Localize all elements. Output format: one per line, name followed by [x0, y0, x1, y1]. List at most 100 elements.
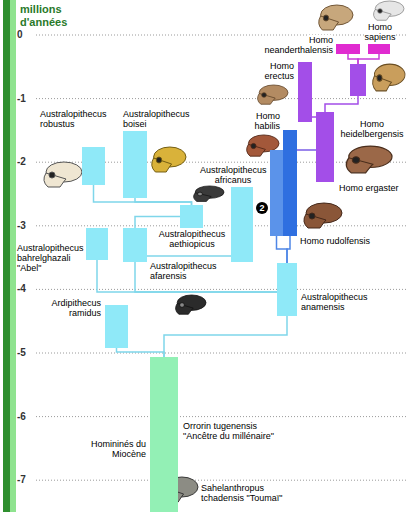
species-name: Australopithecus anamensis: [301, 292, 368, 312]
species-name: Homo habilis: [254, 111, 280, 131]
species-note: Sahelanthropus tchadensis "Toumaï": [201, 484, 293, 504]
species-label: Australopithecus afarensis: [150, 262, 222, 282]
skull-eye: [377, 75, 382, 81]
skull-face: [374, 9, 392, 20]
tree-branch: [358, 54, 379, 64]
axis-value: -5: [17, 347, 35, 359]
species-name: Australopithecus afarensis: [150, 261, 217, 281]
species-bar: Homo ergaster: [316, 112, 334, 182]
species-label: Homininés du Miocène: [84, 440, 146, 460]
species-bar: Homo habilis: [283, 130, 297, 236]
skull-face: [194, 193, 212, 202]
time-axis-bar: [3, 0, 10, 512]
skull-eye: [323, 15, 328, 21]
species-label: Homo ergaster: [339, 184, 405, 194]
skull-illustration: [346, 146, 392, 173]
species-note: Orrorin tugenensis "Ancêtre du millénair…: [183, 421, 274, 441]
axis-value: -2: [17, 156, 26, 167]
species-label: Australopithecus aethiopicus: [157, 230, 227, 250]
axis-value: -4: [17, 283, 26, 294]
grid-line: [36, 98, 408, 99]
species-label: Australopithecus anamensis: [301, 293, 373, 313]
skull-face: [247, 144, 266, 156]
species-note: Sahelanthropus tchadensis "Toumaï": [201, 483, 282, 503]
axis-value: -6: [17, 411, 35, 423]
species-label: Australopithecus robustus: [40, 110, 112, 130]
grid-line: [36, 225, 408, 226]
skull-illustration: [373, 64, 405, 91]
skull-eye: [262, 93, 267, 98]
species-label: Homo rudolfensis: [300, 237, 380, 247]
species-label: Homo heidelbergensis: [338, 120, 406, 140]
species-bar: Homo heidelbergensis: [350, 64, 366, 96]
skull-illustration: [319, 5, 353, 30]
skull-illustration: [194, 186, 224, 202]
grid-line: [36, 35, 408, 36]
skull-illustration: [176, 295, 206, 314]
species-label: Homo sapiens: [356, 23, 404, 43]
species-label: Homo habilis: [236, 112, 280, 132]
axis-value: -2: [17, 156, 35, 168]
species-bar: Australopithecus africanus: [231, 187, 253, 262]
species-name: Homo rudolfensis: [300, 236, 370, 246]
axis-value: -3: [17, 220, 35, 232]
skull-face: [319, 16, 339, 30]
grid-line: [36, 353, 408, 354]
species-bar: Australopithecus robustus: [82, 147, 105, 185]
skull-eye: [180, 303, 185, 308]
tree-branch: [117, 348, 165, 357]
species-bar: Homo neanderthalensis: [336, 44, 360, 54]
callout-number: 2: [256, 202, 268, 214]
axis-title: millions d'années: [20, 3, 92, 29]
species-bar: Homo sapiens: [368, 44, 390, 54]
species-bar: Australopithecus boisei: [123, 131, 147, 198]
tree-branch: [348, 54, 358, 64]
skull-eye: [309, 213, 315, 219]
axis-value: -3: [17, 220, 26, 231]
tree-branch: [97, 260, 277, 292]
species-name: Australopithecus africanus: [200, 165, 267, 185]
species-name: Homo ergaster: [339, 183, 399, 193]
tree-branch: [277, 236, 288, 263]
tree-branch: [135, 262, 277, 292]
axis-value: -1: [17, 93, 26, 104]
axis-title: millions d'années: [20, 3, 67, 28]
axis-value: -7: [17, 474, 26, 485]
skull-illustration: [44, 162, 82, 187]
skull-eye: [352, 157, 359, 163]
species-bar: Homo erectus: [298, 62, 312, 122]
species-name: Homininés du Miocène: [91, 439, 146, 459]
skull-illustration: [258, 85, 288, 104]
tree-branch: [297, 149, 316, 151]
axis-value: -1: [17, 93, 35, 105]
species-bar: Homo rudolfensis: [270, 150, 283, 236]
grid-line: [36, 289, 408, 290]
skull-eye: [49, 172, 55, 178]
grid-line: [36, 480, 408, 481]
skull-eye: [198, 192, 203, 196]
skull-face: [176, 303, 194, 314]
tree-branch: [135, 198, 192, 205]
time-axis-strip: [10, 0, 16, 512]
species-name: Homo heidelbergensis: [340, 119, 403, 139]
species-name: Australopithecus bahrelghazali "Abel": [17, 243, 84, 273]
species-bar: Homininés du Miocène: [150, 357, 178, 512]
species-name: Homo erectus: [264, 61, 294, 81]
skull-illustration: [152, 147, 186, 172]
tree-branch: [325, 96, 358, 112]
tree-branch: [147, 255, 231, 257]
species-label: Australopithecus africanus: [200, 166, 266, 186]
skull-face: [44, 173, 66, 187]
species-label: Australopithecus boisei: [123, 110, 195, 130]
species-label: Ardipithecus ramidus: [31, 299, 101, 319]
species-name: Australopithecus aethiopicus: [159, 229, 226, 249]
skull-eye: [251, 143, 256, 148]
species-name: Homo neanderthalensis: [264, 35, 333, 55]
grid-lines: [36, 35, 408, 480]
species-name: Australopithecus boisei: [123, 109, 190, 129]
axis-value: -5: [17, 347, 26, 358]
species-bar: Ardipithecus ramidus: [105, 305, 128, 348]
tree-branch: [164, 316, 287, 357]
species-name: Ardipithecus ramidus: [51, 298, 101, 318]
